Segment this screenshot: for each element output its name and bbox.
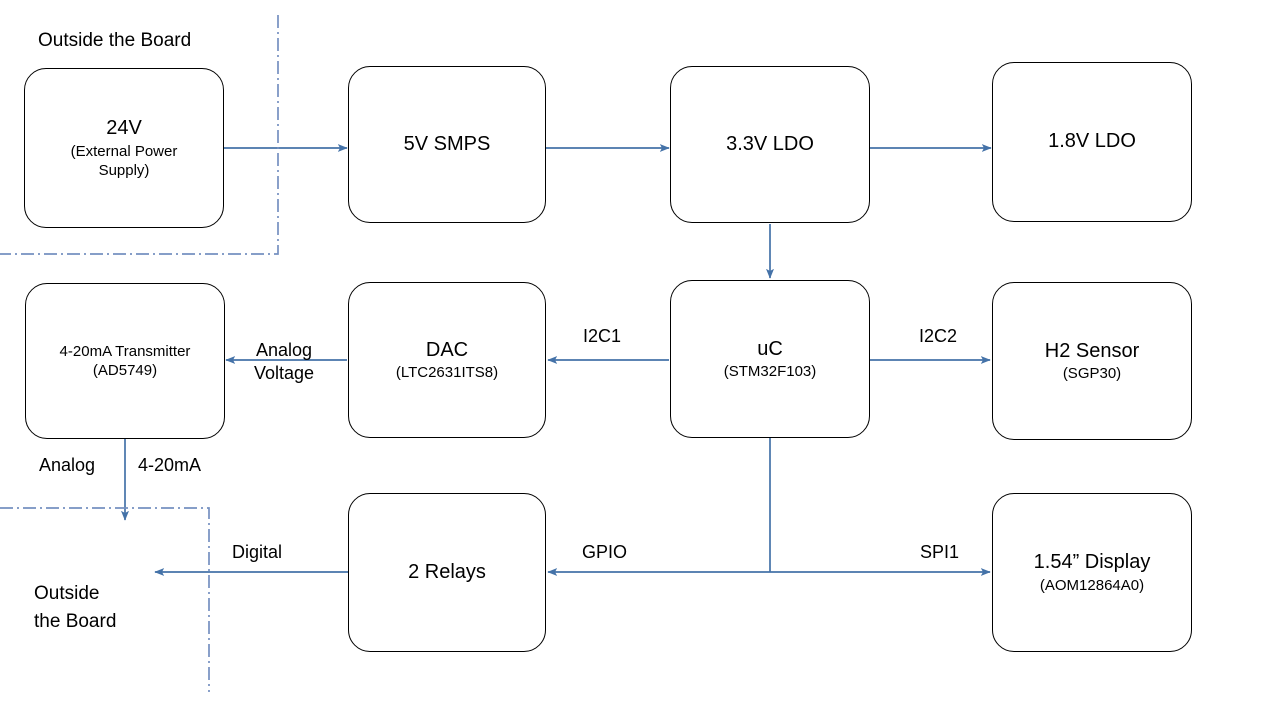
block-dac-sub: (LTC2631ITS8): [395, 364, 499, 382]
block-display[interactable]: 1.54” Display (AOM12864A0): [992, 493, 1192, 652]
block-power-24v-sub1: (External Power: [70, 142, 178, 160]
block-mcu[interactable]: uC (STM32F103): [670, 280, 870, 438]
edge-label-spi1: SPI1: [920, 542, 960, 562]
block-ldo-3v3[interactable]: 3.3V LDO: [670, 66, 870, 223]
block-h2-sensor-sub: (SGP30): [1062, 365, 1122, 383]
block-ldo-3v3-title: 3.3V LDO: [726, 132, 814, 155]
zone-label-outside-bottom-line1: Outside: [34, 583, 100, 604]
zone-label-outside-bottom-line2: the Board: [34, 610, 117, 632]
block-power-24v-title: 24V: [106, 117, 142, 140]
block-display-title: 1.54” Display: [1033, 551, 1151, 574]
edge-label-digital: Digital: [232, 542, 283, 562]
block-h2-sensor-title: H2 Sensor: [1044, 339, 1140, 362]
block-transmitter-title: 4-20mA Transmitter: [59, 342, 191, 360]
block-dac[interactable]: DAC (LTC2631ITS8): [348, 282, 546, 438]
block-transmitter[interactable]: 4-20mA Transmitter (AD5749): [25, 283, 225, 439]
block-ldo-1v8-title: 1.8V LDO: [1048, 130, 1136, 153]
edge-label-i2c2: I2C2: [919, 326, 958, 346]
zone-label-outside-bottom: Outside the Board: [34, 580, 116, 635]
block-transmitter-sub: (AD5749): [92, 362, 158, 379]
edge-label-analog-voltage-line2: Voltage: [254, 363, 315, 383]
block-relays-title: 2 Relays: [408, 560, 486, 583]
edge-label-4-20ma: 4-20mA: [138, 455, 202, 475]
block-mcu-sub: (STM32F103): [723, 363, 817, 381]
edge-label-gpio: GPIO: [582, 542, 628, 562]
edge-label-analog-out: Analog: [39, 455, 96, 475]
block-h2-sensor[interactable]: H2 Sensor (SGP30): [992, 282, 1192, 440]
block-power-24v-sub2: Supply): [98, 161, 150, 179]
block-mcu-title: uC: [757, 337, 783, 360]
edge-label-analog-voltage-line1: Analog: [256, 340, 313, 360]
block-power-24v[interactable]: 24V (External Power Supply): [24, 68, 224, 228]
block-smps-5v[interactable]: 5V SMPS: [348, 66, 546, 223]
block-smps-5v-title: 5V SMPS: [403, 132, 491, 155]
zone-label-outside-top: Outside the Board: [38, 30, 192, 51]
block-display-sub: (AOM12864A0): [1039, 576, 1145, 594]
edge-label-i2c1: I2C1: [583, 326, 622, 346]
block-ldo-1v8[interactable]: 1.8V LDO: [992, 62, 1192, 222]
block-dac-title: DAC: [425, 338, 469, 361]
block-relays[interactable]: 2 Relays: [348, 493, 546, 652]
